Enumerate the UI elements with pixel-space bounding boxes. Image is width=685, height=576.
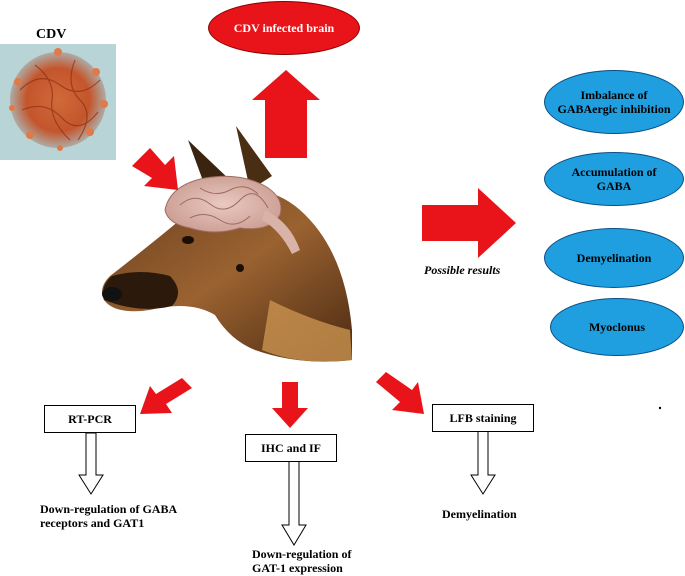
arrow-right-to-results <box>422 188 516 258</box>
result-label-4: Myoclonus <box>588 320 645 334</box>
cdv-label: CDV <box>36 27 67 42</box>
method-box-rtpcr: RT-PCR <box>44 405 136 433</box>
method-result-ihc: Down-regulation of GAT-1 expression <box>252 547 352 575</box>
dog-illustration <box>102 126 352 362</box>
result-node-1: Imbalance of GABAergic inhibition <box>544 70 684 134</box>
cdv-infected-brain-label: CDV infected brain <box>233 20 335 35</box>
result-label-3: Demyelination <box>576 251 652 265</box>
hollow-arrow-lfb <box>470 429 496 495</box>
method-box-lfb: LFB staining <box>432 404 534 432</box>
cdv-infected-brain-node: CDV infected brain <box>208 1 360 55</box>
result-label-1: Imbalance of GABAergic inhibition <box>557 88 671 116</box>
hollow-arrow-ihc <box>281 460 307 546</box>
hollow-arrow-rtpcr <box>78 432 104 495</box>
result-node-4: Myoclonus <box>550 298 684 356</box>
method-result-lfb: Demyelination <box>442 507 517 521</box>
method-label-lfb: LFB staining <box>449 410 517 425</box>
method-box-ihc: IHC and IF <box>245 434 337 462</box>
result-node-2: Accumulation of GABA <box>544 152 684 206</box>
arrow-to-ihc <box>272 382 308 428</box>
method-label-ihc: IHC and IF <box>260 440 322 455</box>
result-node-3: Demyelination <box>544 228 684 288</box>
possible-results-label: Possible results <box>424 263 501 277</box>
arrow-up-to-brain <box>252 70 320 158</box>
stray-dot <box>658 406 662 410</box>
arrow-to-lfb <box>376 372 424 414</box>
arrow-cdv-to-dog <box>132 148 178 190</box>
arrow-to-rtpcr <box>140 378 192 414</box>
result-label-2: Accumulation of GABA <box>571 165 657 193</box>
method-result-rtpcr: Down-regulation of GABA receptors and GA… <box>40 502 177 530</box>
method-label-rtpcr: RT-PCR <box>68 411 112 426</box>
virus-image <box>0 44 116 160</box>
